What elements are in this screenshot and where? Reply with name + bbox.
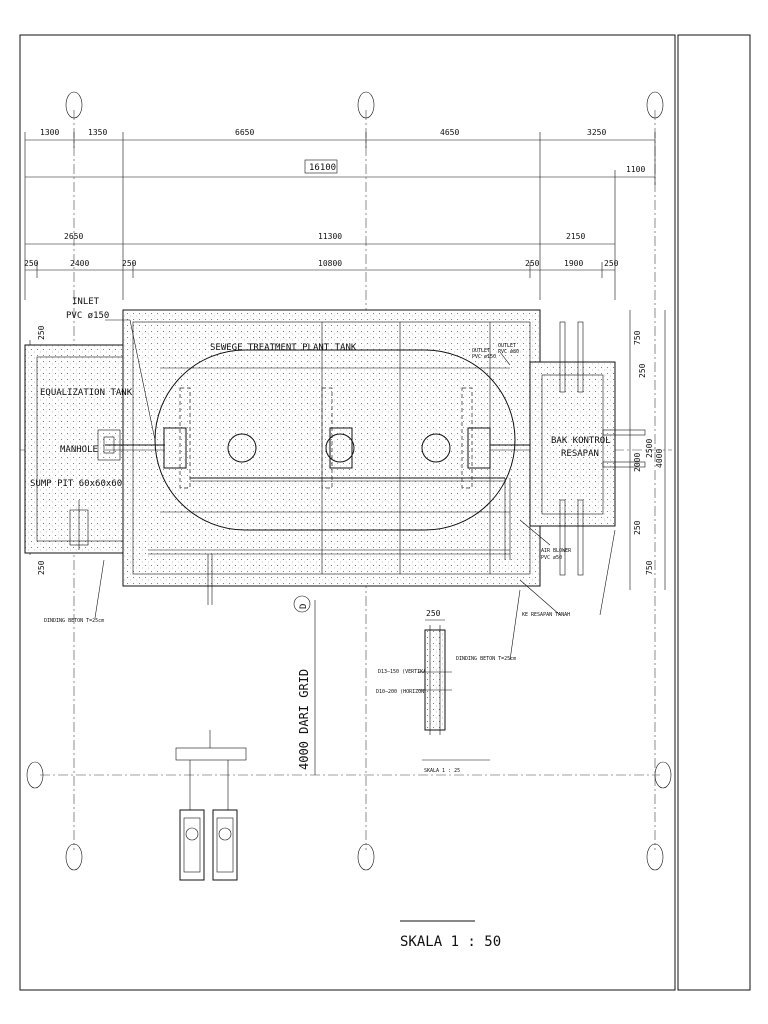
bak-kontrol-label: BAK KONTROL — [551, 436, 611, 446]
sewage-tank-label: SEWEGE TREATMENT PLANT TANK — [210, 343, 357, 353]
dim-2650: 2650 — [64, 232, 83, 241]
dim-250-b: 250 — [122, 259, 137, 268]
dim-total: 16100 — [309, 163, 336, 173]
grid-letter: D — [299, 604, 309, 609]
wall-section-detail: SKALA 1 : 25 — [418, 625, 490, 774]
detail-scale-label: SKALA 1 : 25 — [424, 768, 460, 774]
dim-4000: 4000 — [655, 449, 664, 468]
dim-250-right-top: 250 — [638, 363, 647, 378]
grid-bubbles — [26, 91, 672, 871]
dim-250-c: 250 — [525, 259, 540, 268]
equalization-tank-label: EQUALIZATION TANK — [40, 388, 133, 398]
inlet-pipe-label: PVC ø150 — [66, 311, 109, 321]
drawing-labels: INLET PVC ø150 EQUALIZATION TANK MANHOLE… — [30, 297, 611, 695]
dinding-beton-mid-label: DINDING BETON T=25cm — [456, 656, 516, 662]
dim-1300: 1300 — [40, 128, 59, 137]
dim-250-d: 250 — [604, 259, 619, 268]
inlet-label: INLET — [72, 297, 100, 307]
dim-250-left-top: 250 — [37, 325, 46, 340]
grid-offset-text: 4000 DARI GRID — [297, 669, 311, 770]
dinding-beton-left-label: DINDING BETON T=25cm — [44, 618, 104, 624]
outlet-top-label: OUTLET — [472, 348, 490, 354]
dim-250-a: 250 — [24, 259, 39, 268]
outlet-mid-label: OUTLET — [498, 343, 516, 349]
outlet-top-pipe-label: PVC ø150 — [472, 354, 496, 360]
blower-pumps — [175, 730, 247, 881]
dim-wall-detail: 250 — [426, 609, 441, 618]
main-scale-label: SKALA 1 : 50 — [400, 934, 501, 950]
dim-1900: 1900 — [564, 259, 583, 268]
dim-250-left-bottom: 250 — [37, 560, 46, 575]
leader-lines — [94, 319, 616, 661]
sump-pit-label: SUMP PIT 60x60x60 — [30, 479, 122, 489]
equalization-tank — [24, 344, 124, 554]
bak-kontrol-resapan — [529, 321, 646, 576]
resapan-label: RESAPAN — [561, 449, 599, 459]
sewage-treatment-tank — [105, 309, 545, 605]
ke-resapan-label: KE RESAPAN TANAH — [522, 612, 570, 618]
dim-4650: 4650 — [440, 128, 459, 137]
dim-11300: 11300 — [318, 232, 342, 241]
sheet-border — [19, 34, 751, 991]
outlet-mid-pipe-label: PVC ø80 — [498, 349, 519, 355]
grid-d-marker: D — [293, 595, 311, 613]
air-blower-label: AIR BLOWER — [541, 548, 572, 554]
dim-10800: 10800 — [318, 259, 342, 268]
dimension-texts: 1300 1350 6650 4650 3250 16100 1100 2650… — [24, 128, 664, 770]
dim-2150: 2150 — [566, 232, 585, 241]
dim-6650: 6650 — [235, 128, 254, 137]
dim-2500: 2500 — [645, 439, 654, 458]
dim-750-top: 750 — [633, 330, 642, 345]
manhole-label: MANHOLE — [60, 445, 98, 455]
rebar-vertical-label: D13–150 (VERTIKAL) — [378, 669, 432, 675]
air-blower-pipe-label: PVC ø50 — [541, 555, 562, 561]
dim-1100: 1100 — [626, 165, 645, 174]
dim-2400: 2400 — [70, 259, 89, 268]
dim-750-bottom: 750 — [645, 560, 654, 575]
rebar-horizontal-label: D10–200 (HORIZONTAL) — [376, 689, 436, 695]
dim-250-right-bottom: 250 — [633, 520, 642, 535]
main-scale: SKALA 1 : 50 — [400, 920, 501, 950]
dim-3250: 3250 — [587, 128, 606, 137]
dim-1350: 1350 — [88, 128, 107, 137]
